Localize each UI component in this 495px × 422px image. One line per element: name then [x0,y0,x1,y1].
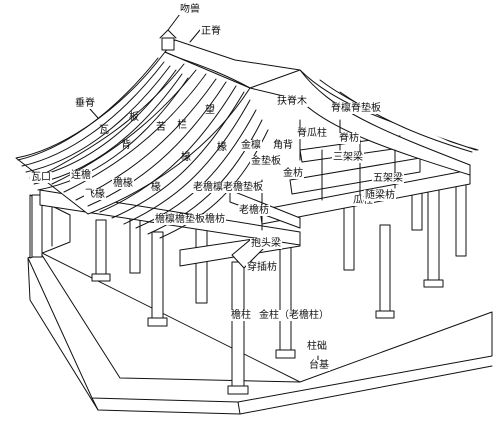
label-yanyuan: 檐椽 [112,178,134,189]
label-lan: 栏 [177,120,187,131]
label-laoyanfang: 老檐枋 [238,205,270,216]
label-suiliangfang: 随梁枋 [364,190,396,201]
label-zhengji: 正脊 [200,26,222,37]
label-taiji: 台基 [308,360,330,371]
label-chuiji: 垂脊 [74,98,96,109]
label-yuan-2: 椽 [217,142,227,153]
label-ban: 板 [129,112,139,123]
label-jifang: 脊枋 [338,133,360,144]
label-wangban: 望 [205,105,215,116]
label-jinlin: 金檩 [240,140,262,151]
label-yuan-1: 椽 [181,152,191,163]
label-wenshou: 吻兽 [179,4,201,15]
label-jinfang: 金枋 [282,168,304,179]
label-wujialiang: 五架梁 [372,173,404,184]
label-ku: 苦 [156,122,166,133]
label-yanzhu: 檐柱 [230,310,252,321]
label-jigua-zhu: 脊瓜柱 [296,128,328,139]
label-laoyanlin: 老檐檩老檐垫板 [192,182,264,193]
label-guazhu: 瓜柱 [352,195,374,206]
label-lianyan: 连檐 [70,170,92,181]
label-jiji-dianban: 脊檩脊垫板 [330,103,382,114]
label-wakou: 瓦口 [30,172,52,183]
label-jindianban: 金垫板 [250,156,282,167]
label-sanjialiang: 三架梁 [332,152,364,163]
label-wa: 瓦 [99,125,109,136]
label-fuji-mu: 扶脊木 [276,96,308,107]
label-baotouliang: 抱头梁 [250,238,282,249]
label-bei: 背 [121,140,131,151]
roof-right-slope [249,69,479,176]
label-yuan-3: 椽 [151,182,161,193]
platform-base [27,251,493,415]
column-bases [91,273,444,395]
label-yanlin-row: 檐檩檐垫板檐枋 [154,214,226,225]
main-ridge [159,29,301,89]
label-zhuchu: 柱础 [306,341,328,352]
label-jiaobei: 角背 [272,140,294,151]
label-feiyuan: 飞椽 [84,189,106,200]
label-chuanchafang: 穿插枋 [246,262,278,273]
label-jinzhu: 金柱（老檐柱） [258,310,330,321]
